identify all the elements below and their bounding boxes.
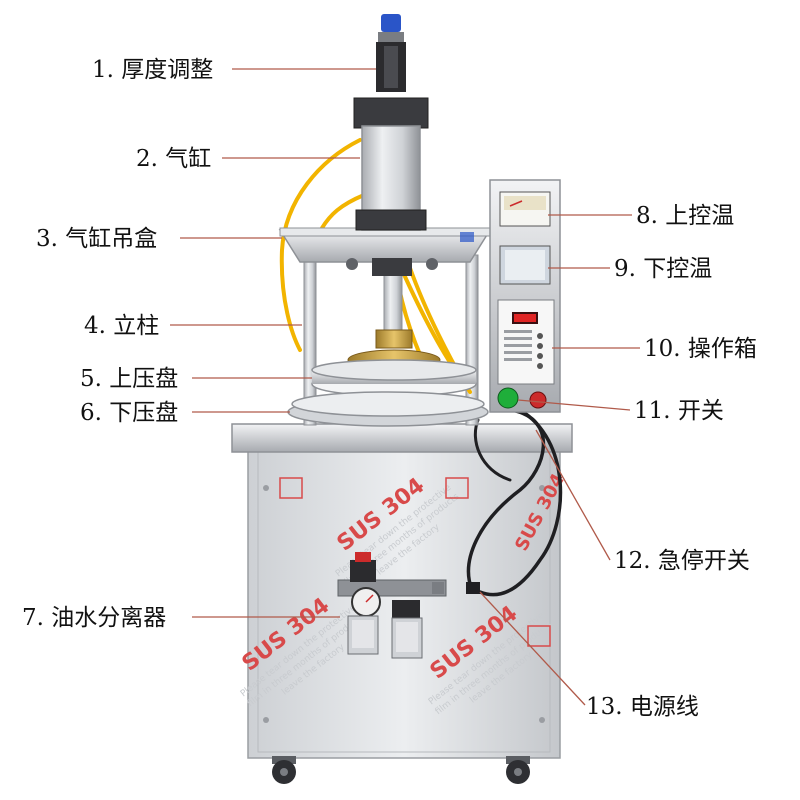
label-power-cord: 13. 电源线 <box>586 694 699 720</box>
label-switch: 11. 开关 <box>634 398 724 424</box>
labels: 1. 厚度调整 2. 气缸 3. 气缸吊盒 4. 立柱 5. 上压盘 6. 下压… <box>22 57 757 720</box>
piston-assembly <box>347 258 441 371</box>
door-screw <box>539 717 545 723</box>
label-cylinder: 2. 气缸 <box>136 146 211 172</box>
door-screw <box>263 485 269 491</box>
leader-lines <box>170 68 640 706</box>
label-column: 4. 立柱 <box>84 313 159 339</box>
caster-right <box>506 756 530 784</box>
leader-line-power-cord <box>479 591 586 706</box>
brand-logo <box>279 477 303 499</box>
door-screw <box>263 717 269 723</box>
label-upper-plate: 5. 上压盘 <box>80 366 178 392</box>
oil-water-separator <box>337 552 447 659</box>
label-thickness-adjust: 1. 厚度调整 <box>92 57 213 83</box>
label-lower-plate: 6. 下压盘 <box>80 400 178 426</box>
adjuster-cap <box>381 14 401 32</box>
caster-left <box>272 756 296 784</box>
label-cylinder-box: 3. 气缸吊盒 <box>36 226 157 252</box>
label-oil-water-separator: 7. 油水分离器 <box>22 605 166 631</box>
power-cord <box>466 408 563 597</box>
worktop <box>231 423 573 453</box>
label-lower-temp: 9. 下控温 <box>614 256 712 282</box>
brand-logo <box>527 625 551 647</box>
leader-line-emergency-stop <box>535 429 611 561</box>
control-box <box>489 179 561 413</box>
upper-plate <box>311 359 477 397</box>
brand-logo <box>445 477 469 499</box>
thickness-adjuster <box>376 14 406 92</box>
leader-line-switch <box>517 399 631 411</box>
lower-plate <box>287 391 489 427</box>
cylinder-bottom-cap <box>355 209 427 231</box>
air-cylinder <box>353 97 429 231</box>
emergency-stop-button <box>529 391 547 409</box>
label-upper-temp: 8. 上控温 <box>636 203 734 229</box>
door-screw <box>539 485 545 491</box>
label-emergency-stop: 12. 急停开关 <box>614 548 750 574</box>
label-control-box: 10. 操作箱 <box>644 336 757 362</box>
power-switch <box>497 387 519 409</box>
cylinder-top-cap <box>353 97 429 129</box>
